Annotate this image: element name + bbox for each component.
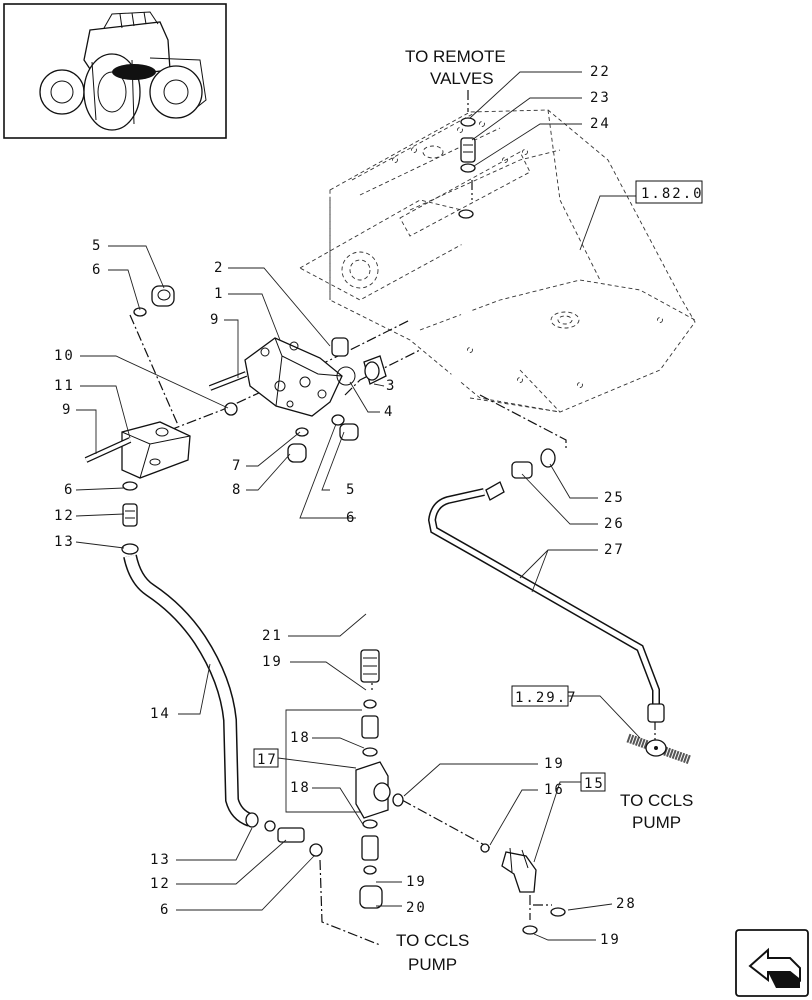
- callout-6: 6: [92, 262, 102, 278]
- pump-connector: 1.29.7: [511, 685, 692, 765]
- hose-21: [360, 209, 474, 683]
- next-page-button[interactable]: [735, 929, 809, 997]
- callout-13-lower: 13: [150, 852, 171, 868]
- callout-6-left: 6: [64, 482, 74, 498]
- callout-25: 25: [604, 490, 625, 506]
- callout-8: 8: [232, 482, 242, 498]
- callout-21: 21: [262, 628, 283, 644]
- callout-18-lower: 18: [290, 780, 311, 796]
- elbow-16: [480, 843, 566, 935]
- bracket-11: [84, 421, 191, 479]
- callout-26: 26: [604, 516, 625, 532]
- callout-22: 22: [590, 64, 611, 80]
- note-to-ccls-pump-bottom-line1: TO CCLS: [396, 931, 469, 950]
- callout-4: 4: [384, 404, 394, 420]
- callout-9: 9: [210, 312, 220, 328]
- callout-12-lower: 12: [150, 876, 171, 892]
- ref-label-17: 17: [257, 752, 278, 768]
- tractor-icon: [39, 11, 207, 131]
- reference-1-82-0: 1.82.0: [579, 180, 704, 251]
- fitting-stack-top: [460, 117, 476, 173]
- ref-label-1-29-7: 1.29.7: [515, 690, 578, 706]
- callout-11: 11: [54, 378, 75, 394]
- callout-6-right: 6: [346, 510, 356, 526]
- callout-5: 5: [92, 238, 102, 254]
- pipe-27: [427, 448, 665, 723]
- hose-14: [123, 554, 323, 857]
- callout-27: 27: [604, 542, 625, 558]
- callout-16: 16: [544, 782, 565, 798]
- callout-20: 20: [406, 900, 427, 916]
- leader-lines: [75, 71, 613, 941]
- callout-5-right: 5: [346, 482, 356, 498]
- callout-18: 18: [290, 730, 311, 746]
- callout-23: 23: [590, 90, 611, 106]
- note-to-ccls-pump-right-line1: TO CCLS: [620, 791, 693, 810]
- callout-7: 7: [232, 458, 242, 474]
- callout-2: 2: [214, 260, 224, 276]
- ref-label-1-82-0: 1.82.0: [641, 186, 704, 202]
- callout-1: 1: [214, 286, 224, 302]
- callout-19-lower: 19: [406, 874, 427, 890]
- note-to-ccls-pump-right-line2: PUMP: [632, 813, 681, 832]
- callout-13: 13: [54, 534, 75, 550]
- left-fitting-stack: [121, 481, 139, 555]
- note-to-remote-valves-line1: TO REMOTE: [405, 47, 506, 66]
- ref-label-15: 15: [584, 776, 605, 792]
- tractor-thumbnail: [3, 3, 227, 139]
- callout-28: 28: [616, 896, 637, 912]
- callout-14: 14: [150, 706, 171, 722]
- note-to-remote-valves-line2: VALVES: [430, 69, 494, 88]
- arrow-left-icon: [748, 947, 801, 988]
- callout-19-bottom: 19: [600, 932, 621, 948]
- callout-24: 24: [590, 116, 611, 132]
- valve-block-1: [133, 285, 387, 463]
- callout-numbers: 22 23 24 5 6 2 1 9 10 11 9 3 4 7 8 5 6 6…: [54, 64, 637, 948]
- tee-17: [355, 699, 404, 909]
- note-to-ccls-pump-bottom-line2: PUMP: [408, 955, 457, 974]
- callout-19: 19: [262, 654, 283, 670]
- rear-axle-housing: [299, 109, 696, 413]
- callout-19-right: 19: [544, 756, 565, 772]
- callout-3: 3: [386, 378, 396, 394]
- callout-10: 10: [54, 348, 75, 364]
- callout-6-lower: 6: [160, 902, 170, 918]
- callout-9-lower: 9: [62, 402, 72, 418]
- callout-12: 12: [54, 508, 75, 524]
